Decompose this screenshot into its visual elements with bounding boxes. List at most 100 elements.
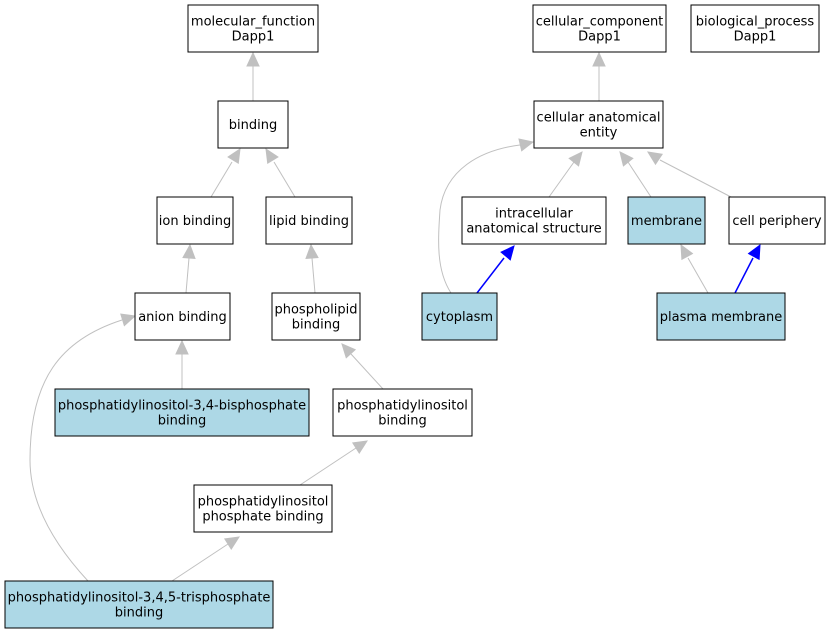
- node-label-line: phosphate binding: [202, 510, 323, 525]
- node-box: [627, 196, 706, 245]
- edge-line: [311, 257, 316, 294]
- node-label-line: cell periphery: [732, 214, 822, 229]
- node-ion-binding[interactable]: ion binding: [156, 196, 234, 245]
- edge-plasma-membrane-to-membrane: [680, 243, 709, 294]
- node-label-line: phospholipid: [274, 303, 357, 318]
- node-box: [690, 4, 820, 53]
- node-box: [54, 388, 310, 437]
- edge-line: [171, 543, 229, 582]
- edge-cae-to-cc-root: [592, 51, 606, 101]
- edge-arrowhead: [619, 151, 634, 167]
- edge-arrowhead: [227, 147, 241, 165]
- edge-anion-binding-to-ion-binding: [182, 243, 196, 294]
- node-label-line: Dapp1: [734, 30, 777, 45]
- node-box: [217, 100, 289, 149]
- edge-line: [185, 257, 190, 294]
- node-label-line: membrane: [631, 214, 702, 229]
- node-box: [4, 580, 274, 629]
- node-label-line: molecular_function: [191, 15, 315, 30]
- edge-cytoplasm-to-cae: [438, 138, 535, 294]
- edge-ias-to-cae: [548, 151, 583, 198]
- edge-line: [210, 161, 233, 198]
- node-label-line: binding: [115, 606, 163, 621]
- edge-arrowhead: [568, 151, 583, 167]
- edge-arrowhead: [647, 151, 663, 166]
- node-label-line: ion binding: [159, 214, 231, 229]
- node-binding[interactable]: binding: [217, 100, 289, 149]
- edge-line: [350, 353, 384, 390]
- node-label-line: binding: [158, 414, 206, 429]
- edge-arrowhead: [747, 243, 761, 261]
- edge-membrane-to-cae: [619, 151, 652, 198]
- edge-line: [734, 257, 754, 294]
- node-cell-periphery[interactable]: cell periphery: [728, 196, 826, 245]
- edge-pi-binding-to-phospholipid-binding: [341, 343, 384, 390]
- edge-arrowhead: [341, 343, 357, 359]
- edge-binding-to-mf-root: [246, 51, 260, 101]
- node-label-line: binding: [378, 414, 426, 429]
- edge-ion-binding-to-binding: [210, 147, 241, 198]
- node-label-line: biological_process: [696, 15, 815, 30]
- node-label-line: plasma membrane: [660, 310, 783, 325]
- node-anion-binding[interactable]: anion binding: [134, 292, 231, 341]
- edge-line: [548, 161, 575, 198]
- node-box: [193, 484, 333, 533]
- edge-line: [273, 161, 296, 198]
- edge-arrowhead: [305, 243, 319, 259]
- node-cytoplasm[interactable]: cytoplasm: [421, 292, 498, 341]
- node-box: [332, 388, 473, 437]
- node-membrane[interactable]: membrane: [627, 196, 706, 245]
- node-label-line: phosphatidylinositol-3,4-bisphosphate: [58, 399, 306, 414]
- edge-pi345tp-to-anion-binding: [29, 313, 137, 582]
- edge-pi34bp-to-anion-binding: [175, 339, 189, 389]
- node-label-line: binding: [229, 118, 277, 133]
- node-label-line: anion binding: [138, 310, 227, 325]
- node-label-line: cellular_component: [536, 15, 664, 30]
- node-box: [532, 4, 667, 53]
- node-box: [656, 292, 786, 341]
- node-box: [265, 196, 353, 245]
- edge-arrowhead: [246, 51, 260, 67]
- node-box: [533, 100, 664, 149]
- edge-arrowhead: [182, 243, 196, 259]
- node-label-line: Dapp1: [578, 30, 621, 45]
- edge-line: [299, 447, 357, 486]
- edge-line: [627, 161, 652, 198]
- node-plasma-membrane[interactable]: plasma membrane: [656, 292, 786, 341]
- node-label-line: phosphatidylinositol: [337, 399, 468, 414]
- node-box: [134, 292, 231, 341]
- node-box: [271, 292, 361, 341]
- node-box: [156, 196, 234, 245]
- edge-line: [687, 257, 709, 294]
- nodes-layer: molecular_functionDapp1cellular_componen…: [4, 4, 826, 629]
- node-pi34bp[interactable]: phosphatidylinositol-3,4-bisphosphatebin…: [54, 388, 310, 437]
- edge-line: [659, 159, 732, 198]
- node-box: [421, 292, 498, 341]
- node-pi345tp[interactable]: phosphatidylinositol-3,4,5-trisphosphate…: [4, 580, 274, 629]
- edge-phospholipid-binding-to-lipid-binding: [305, 243, 319, 294]
- node-label-line: phosphatidylinositol: [198, 495, 329, 510]
- edge-cytoplasm-to-ias: [476, 245, 515, 294]
- edge-pi345tp-to-pip-binding: [171, 536, 241, 582]
- edge-arrowhead: [175, 339, 189, 355]
- node-label-line: Dapp1: [232, 30, 275, 45]
- node-lipid-binding[interactable]: lipid binding: [265, 196, 353, 245]
- edge-lipid-binding-to-binding: [265, 147, 296, 198]
- node-label-line: cellular anatomical: [537, 111, 661, 126]
- edge-line: [29, 319, 123, 582]
- edge-pip-binding-to-pi-binding: [299, 440, 369, 486]
- node-label-line: phosphatidylinositol-3,4,5-trisphosphate: [8, 591, 271, 606]
- edge-arrowhead: [680, 243, 694, 261]
- edge-arrowhead: [592, 51, 606, 67]
- edge-arrowhead: [265, 147, 279, 165]
- edge-arrowhead: [120, 313, 137, 327]
